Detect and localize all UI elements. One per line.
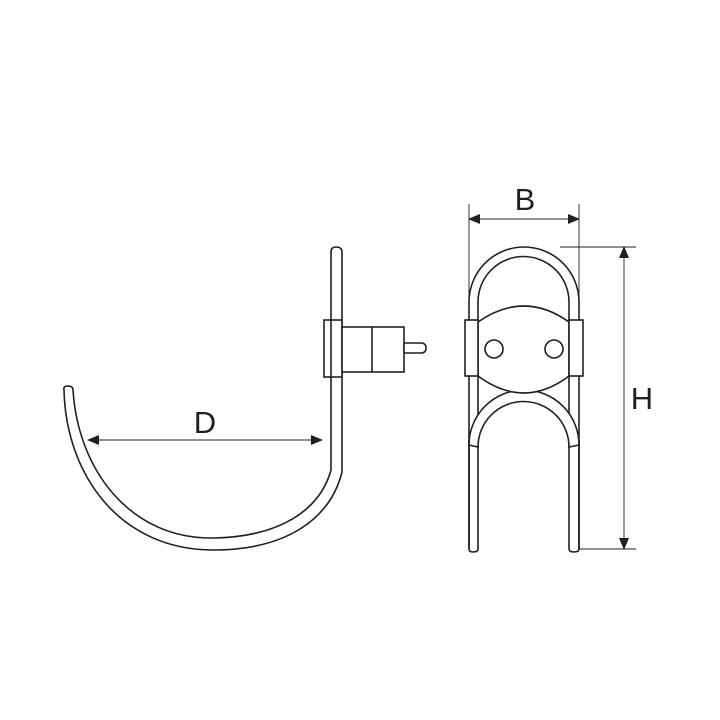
anchor-body — [341, 326, 405, 373]
dimension-label-d: D — [194, 405, 216, 440]
right-clamp — [568, 319, 584, 377]
mount-hole-right — [544, 339, 564, 359]
hook-rod — [63, 246, 343, 551]
dimension-b: B — [468, 182, 580, 300]
mounting-bracket — [323, 319, 343, 378]
front-view — [464, 246, 584, 553]
dimension-label-h: H — [631, 381, 653, 416]
dimension-h: H — [560, 246, 653, 550]
dimension-d: D — [87, 405, 323, 445]
left-clamp — [464, 319, 479, 377]
lower-arch — [468, 389, 580, 448]
mount-hole-left — [484, 339, 504, 359]
anchor-pin — [403, 342, 427, 354]
upper-loop — [468, 246, 580, 553]
dimension-label-b: B — [515, 182, 536, 217]
side-view — [63, 246, 427, 551]
